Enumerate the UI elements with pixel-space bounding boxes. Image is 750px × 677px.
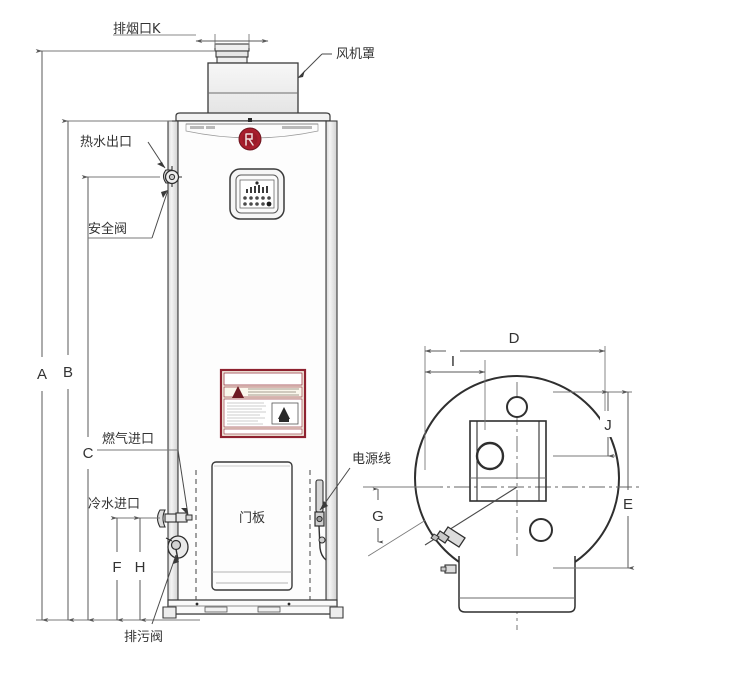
hot-water-outlet-fitting [162, 166, 182, 187]
power-cord-assembly [314, 479, 327, 561]
dimension-lines-front: A A B C F H [33, 34, 269, 622]
callout-cold-water-inlet: 冷水进口 [88, 497, 140, 512]
dimension-text-B: B [63, 364, 73, 381]
dimension-lines-plan: D I J E G [363, 327, 637, 570]
gas-connection-nipple [430, 526, 466, 548]
top-screw [248, 118, 252, 122]
door-panel[interactable]: 门板 [211, 461, 293, 591]
dimension-group-G: G [363, 486, 440, 557]
display-readout [246, 185, 268, 193]
dimension-text-E: E [623, 496, 633, 513]
cabinet-top-cap [175, 112, 331, 122]
tank-base-skirt [440, 556, 576, 613]
callout-gas-inlet: 燃气进口 [102, 431, 154, 447]
dimension-text-G: G [372, 508, 384, 525]
flue-outlet-collar [214, 43, 250, 64]
top-plan-view [400, 375, 640, 630]
callout-leaders: 排烟口K 风机罩 热水出口 安全阀 燃气进口 冷水进口 [80, 22, 391, 645]
cabinet-base [162, 599, 344, 619]
outlet-port-circle [475, 441, 505, 471]
front-elevation-view: 门板 [156, 43, 344, 619]
dimension-text-D: D [509, 330, 520, 347]
warning-label [219, 368, 307, 439]
dimension-group-K [195, 34, 269, 48]
fan-cover-housing [207, 62, 299, 116]
keypad-buttons[interactable] [243, 196, 272, 207]
flue-port-circle [506, 396, 528, 418]
dimension-text-H: H [135, 559, 146, 576]
cold-water-inlet-fitting [156, 509, 177, 528]
inlet-port-circle [529, 518, 553, 542]
dimension-text-I: I [451, 353, 455, 370]
dimension-text-J: J [604, 417, 612, 434]
callout-power-cord: 电源线 [352, 452, 391, 467]
dimension-text-F: F [112, 559, 121, 576]
dimension-text-A: A [37, 366, 47, 383]
brand-logo [238, 127, 262, 151]
callout-fan-cover: 风机罩 [336, 47, 375, 62]
drain-valve-fitting [165, 535, 189, 561]
base-drain-nipple [444, 564, 457, 574]
callout-safety-valve: 安全阀 [88, 221, 127, 237]
cabinet-right-edge [325, 120, 338, 615]
callout-flue-outlet: 排烟口K [113, 22, 161, 37]
indicator-led [255, 181, 259, 185]
dimension-text-C: C [83, 445, 94, 462]
door-panel-label: 门板 [239, 511, 265, 526]
callout-hot-water-outlet: 热水出口 [80, 135, 132, 150]
control-panel[interactable] [229, 168, 285, 220]
callout-drain-valve: 排污阀 [124, 630, 163, 645]
